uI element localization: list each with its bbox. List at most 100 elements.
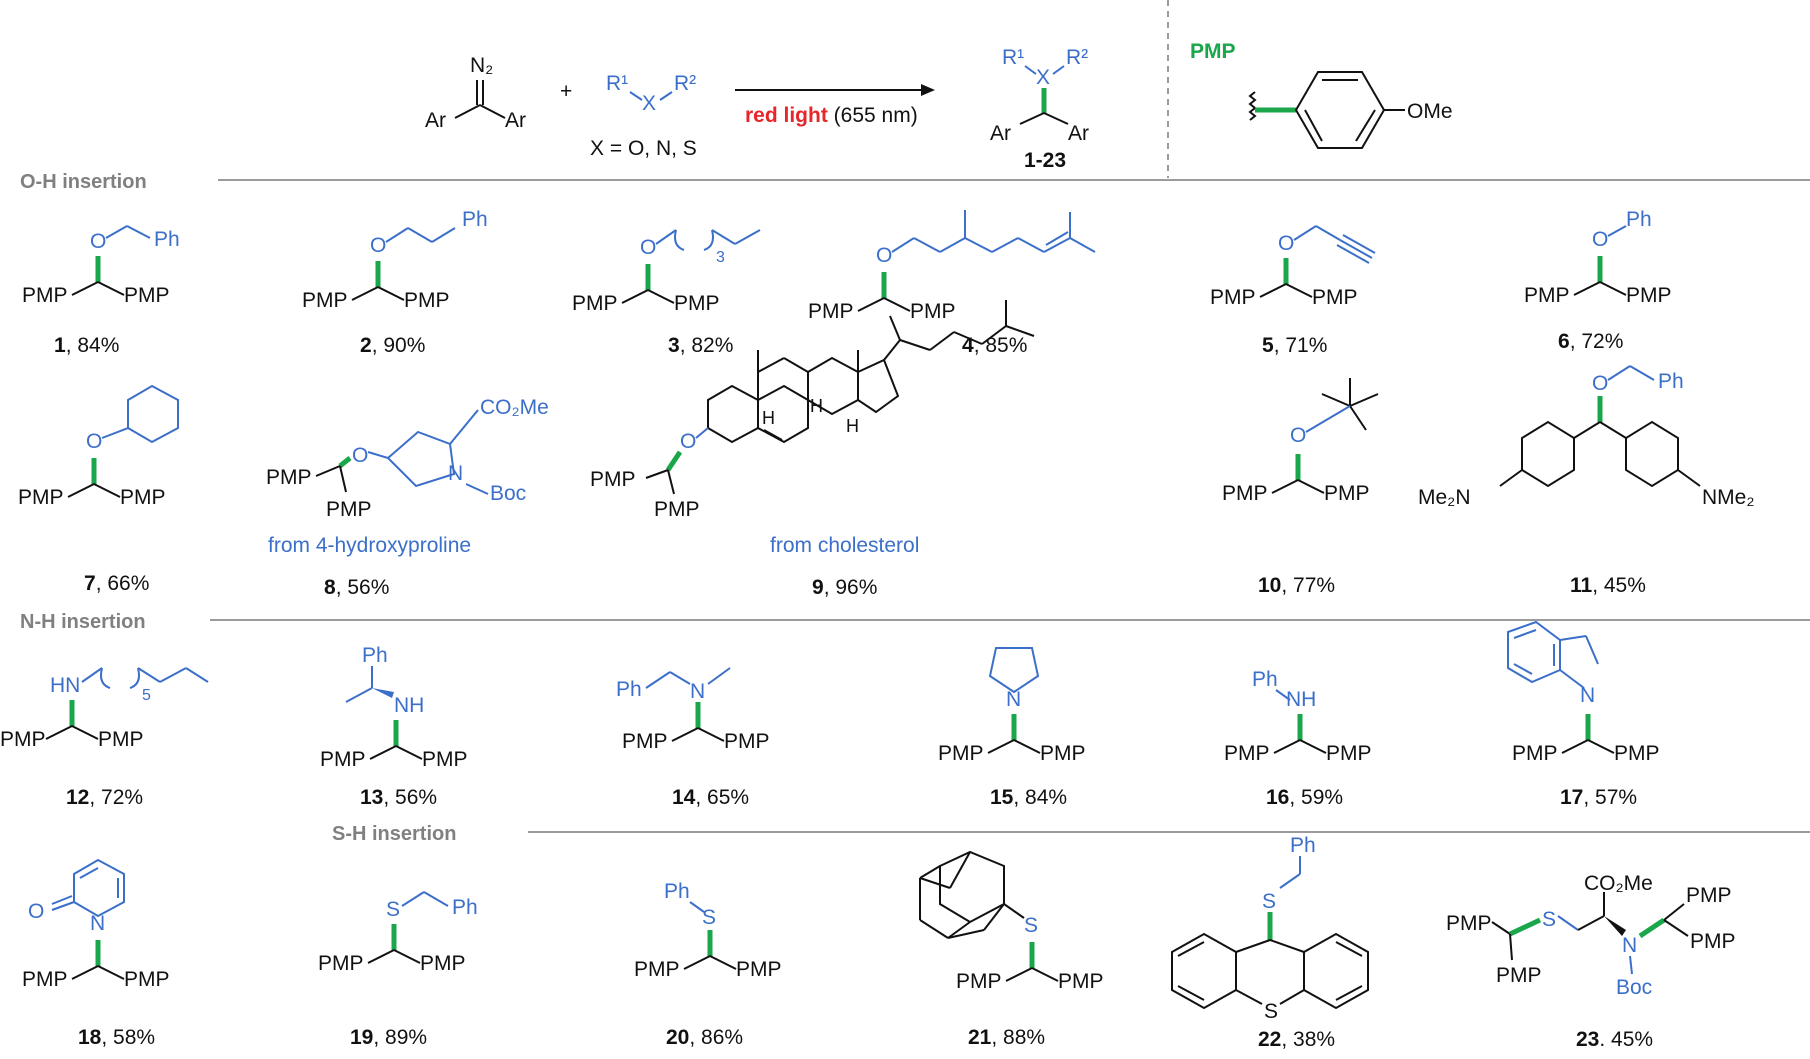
labels-row-2: 7, 66% 8, 56% 9, 96% 10, 77% 11, 45%	[84, 572, 1646, 599]
svg-text:Ph: Ph	[1290, 834, 1316, 857]
product-r1: R¹	[1002, 46, 1024, 69]
wavy-bond-icon	[1248, 91, 1257, 121]
svg-text:PMP: PMP	[1496, 964, 1542, 987]
svg-text:N: N	[1580, 684, 1595, 707]
svg-text:Boc: Boc	[1616, 976, 1652, 999]
svg-text:H: H	[810, 396, 823, 416]
reactant-x: X	[642, 92, 656, 115]
compound-15: N PMP PMP	[938, 647, 1086, 765]
svg-text:3: 3	[716, 249, 725, 266]
svg-text:Ph: Ph	[452, 896, 478, 919]
svg-text:PMP: PMP	[910, 300, 956, 323]
pmp-core-bonds	[1562, 714, 1614, 753]
svg-text:PMP: PMP	[590, 468, 636, 491]
label-12: 12, 72%	[66, 786, 143, 809]
label-18: 18, 58%	[78, 1026, 155, 1049]
compound-1: O Ph PMP PMP	[22, 225, 180, 307]
svg-text:Ph: Ph	[1252, 668, 1278, 691]
product-ar-left: Ar	[990, 122, 1011, 145]
svg-text:HN: HN	[50, 674, 80, 697]
svg-text:PMP: PMP	[1512, 742, 1558, 765]
svg-text:PMP: PMP	[422, 748, 468, 771]
svg-text:PMP: PMP	[404, 289, 450, 312]
svg-text:PMP: PMP	[302, 289, 348, 312]
methoxy-label: OMe	[1407, 100, 1453, 123]
conditions: red light (655 nm)	[745, 104, 918, 127]
svg-text:PMP: PMP	[674, 292, 720, 315]
pmp-core-bonds	[858, 272, 910, 311]
svg-text:O: O	[28, 900, 44, 923]
svg-text:PMP: PMP	[956, 970, 1002, 993]
svg-text:PMP: PMP	[124, 968, 170, 991]
pmp-core-bonds	[72, 940, 124, 979]
compound-17: N PMP PMP	[1507, 620, 1660, 765]
svg-text:S: S	[1264, 1000, 1278, 1023]
pmp-core-bonds	[672, 702, 724, 741]
compound-6: O Ph PMP PMP	[1524, 208, 1672, 307]
benzene-ring	[1294, 71, 1386, 149]
svg-text:PMP: PMP	[0, 728, 46, 751]
pmp-structure: OMe	[1248, 71, 1453, 149]
svg-text:PMP: PMP	[1222, 482, 1268, 505]
pmp-core-bonds	[684, 930, 736, 969]
svg-text:PMP: PMP	[1324, 482, 1370, 505]
product-x: X	[1036, 66, 1050, 89]
svg-text:Ph: Ph	[362, 644, 388, 667]
product-range: 1-23	[1024, 149, 1066, 172]
compound-19: S Ph PMP PMP	[318, 891, 478, 975]
svg-text:N: N	[690, 680, 705, 703]
svg-text:H: H	[846, 416, 859, 436]
svg-text:PMP: PMP	[1040, 742, 1086, 765]
pmp-core-bonds	[1574, 256, 1626, 295]
pmp-core-bonds	[46, 700, 98, 739]
label-10: 10, 77%	[1258, 574, 1335, 597]
svg-text:PMP: PMP	[124, 284, 170, 307]
compound-9: H H H O PMP PMP from cholesterol	[590, 300, 1035, 557]
reactant-r2: R²	[674, 72, 696, 95]
pmp-core-bonds	[68, 458, 120, 497]
label-16: 16, 59%	[1266, 786, 1343, 809]
svg-text:PMP: PMP	[98, 728, 144, 751]
svg-text:PMP: PMP	[326, 498, 372, 521]
svg-text:PMP: PMP	[724, 730, 770, 753]
pmp-core-bonds	[352, 261, 404, 300]
svg-text:O: O	[640, 236, 656, 259]
diazo-n2-label: N₂	[470, 54, 493, 77]
svg-text:PMP: PMP	[1626, 284, 1672, 307]
labels-row-3: 12, 72% 13, 56% 14, 65% 15, 84% 16, 59% …	[66, 786, 1637, 809]
svg-text:PMP: PMP	[120, 486, 166, 509]
reactant-r1: R¹	[606, 72, 628, 95]
svg-text:S: S	[1542, 908, 1556, 931]
svg-text:S: S	[386, 898, 400, 921]
svg-text:5: 5	[142, 687, 151, 704]
svg-text:NMe₂: NMe₂	[1702, 486, 1755, 509]
svg-text:S: S	[702, 906, 716, 929]
svg-text:PMP: PMP	[22, 284, 68, 307]
pmp-core-bonds	[1006, 942, 1058, 981]
pmp-core-bonds	[72, 256, 124, 295]
svg-text:Ph: Ph	[664, 880, 690, 903]
svg-text:PMP: PMP	[22, 968, 68, 991]
svg-text:S: S	[1024, 914, 1038, 937]
compound-12: HN 5 PMP PMP	[0, 667, 209, 751]
pmp-core-bonds	[622, 264, 674, 303]
svg-text:Ph: Ph	[616, 678, 642, 701]
compound-7: O PMP PMP	[18, 384, 179, 509]
svg-text:O: O	[1290, 424, 1306, 447]
compound-2: O Ph PMP PMP	[302, 208, 488, 312]
label-17: 17, 57%	[1560, 786, 1637, 809]
note-hydroxyproline: from 4-hydroxyproline	[268, 534, 471, 557]
svg-text:PMP: PMP	[1686, 884, 1732, 907]
svg-text:PMP: PMP	[1326, 742, 1372, 765]
labels-row-4: 18, 58% 19, 89% 20, 86% 21, 88% 22, 38% …	[78, 1026, 1653, 1051]
svg-text:PMP: PMP	[1524, 284, 1570, 307]
pmp-definition-label: PMP	[1190, 40, 1236, 63]
svg-text:O: O	[90, 230, 106, 253]
svg-text:O: O	[1592, 228, 1608, 251]
label-8: 8, 56%	[324, 576, 389, 599]
note-cholesterol: from cholesterol	[770, 534, 919, 557]
label-6: 6, 72%	[1558, 330, 1623, 353]
compound-21: S PMP PMP	[919, 850, 1104, 993]
diazo-ar-right: Ar	[505, 109, 526, 132]
